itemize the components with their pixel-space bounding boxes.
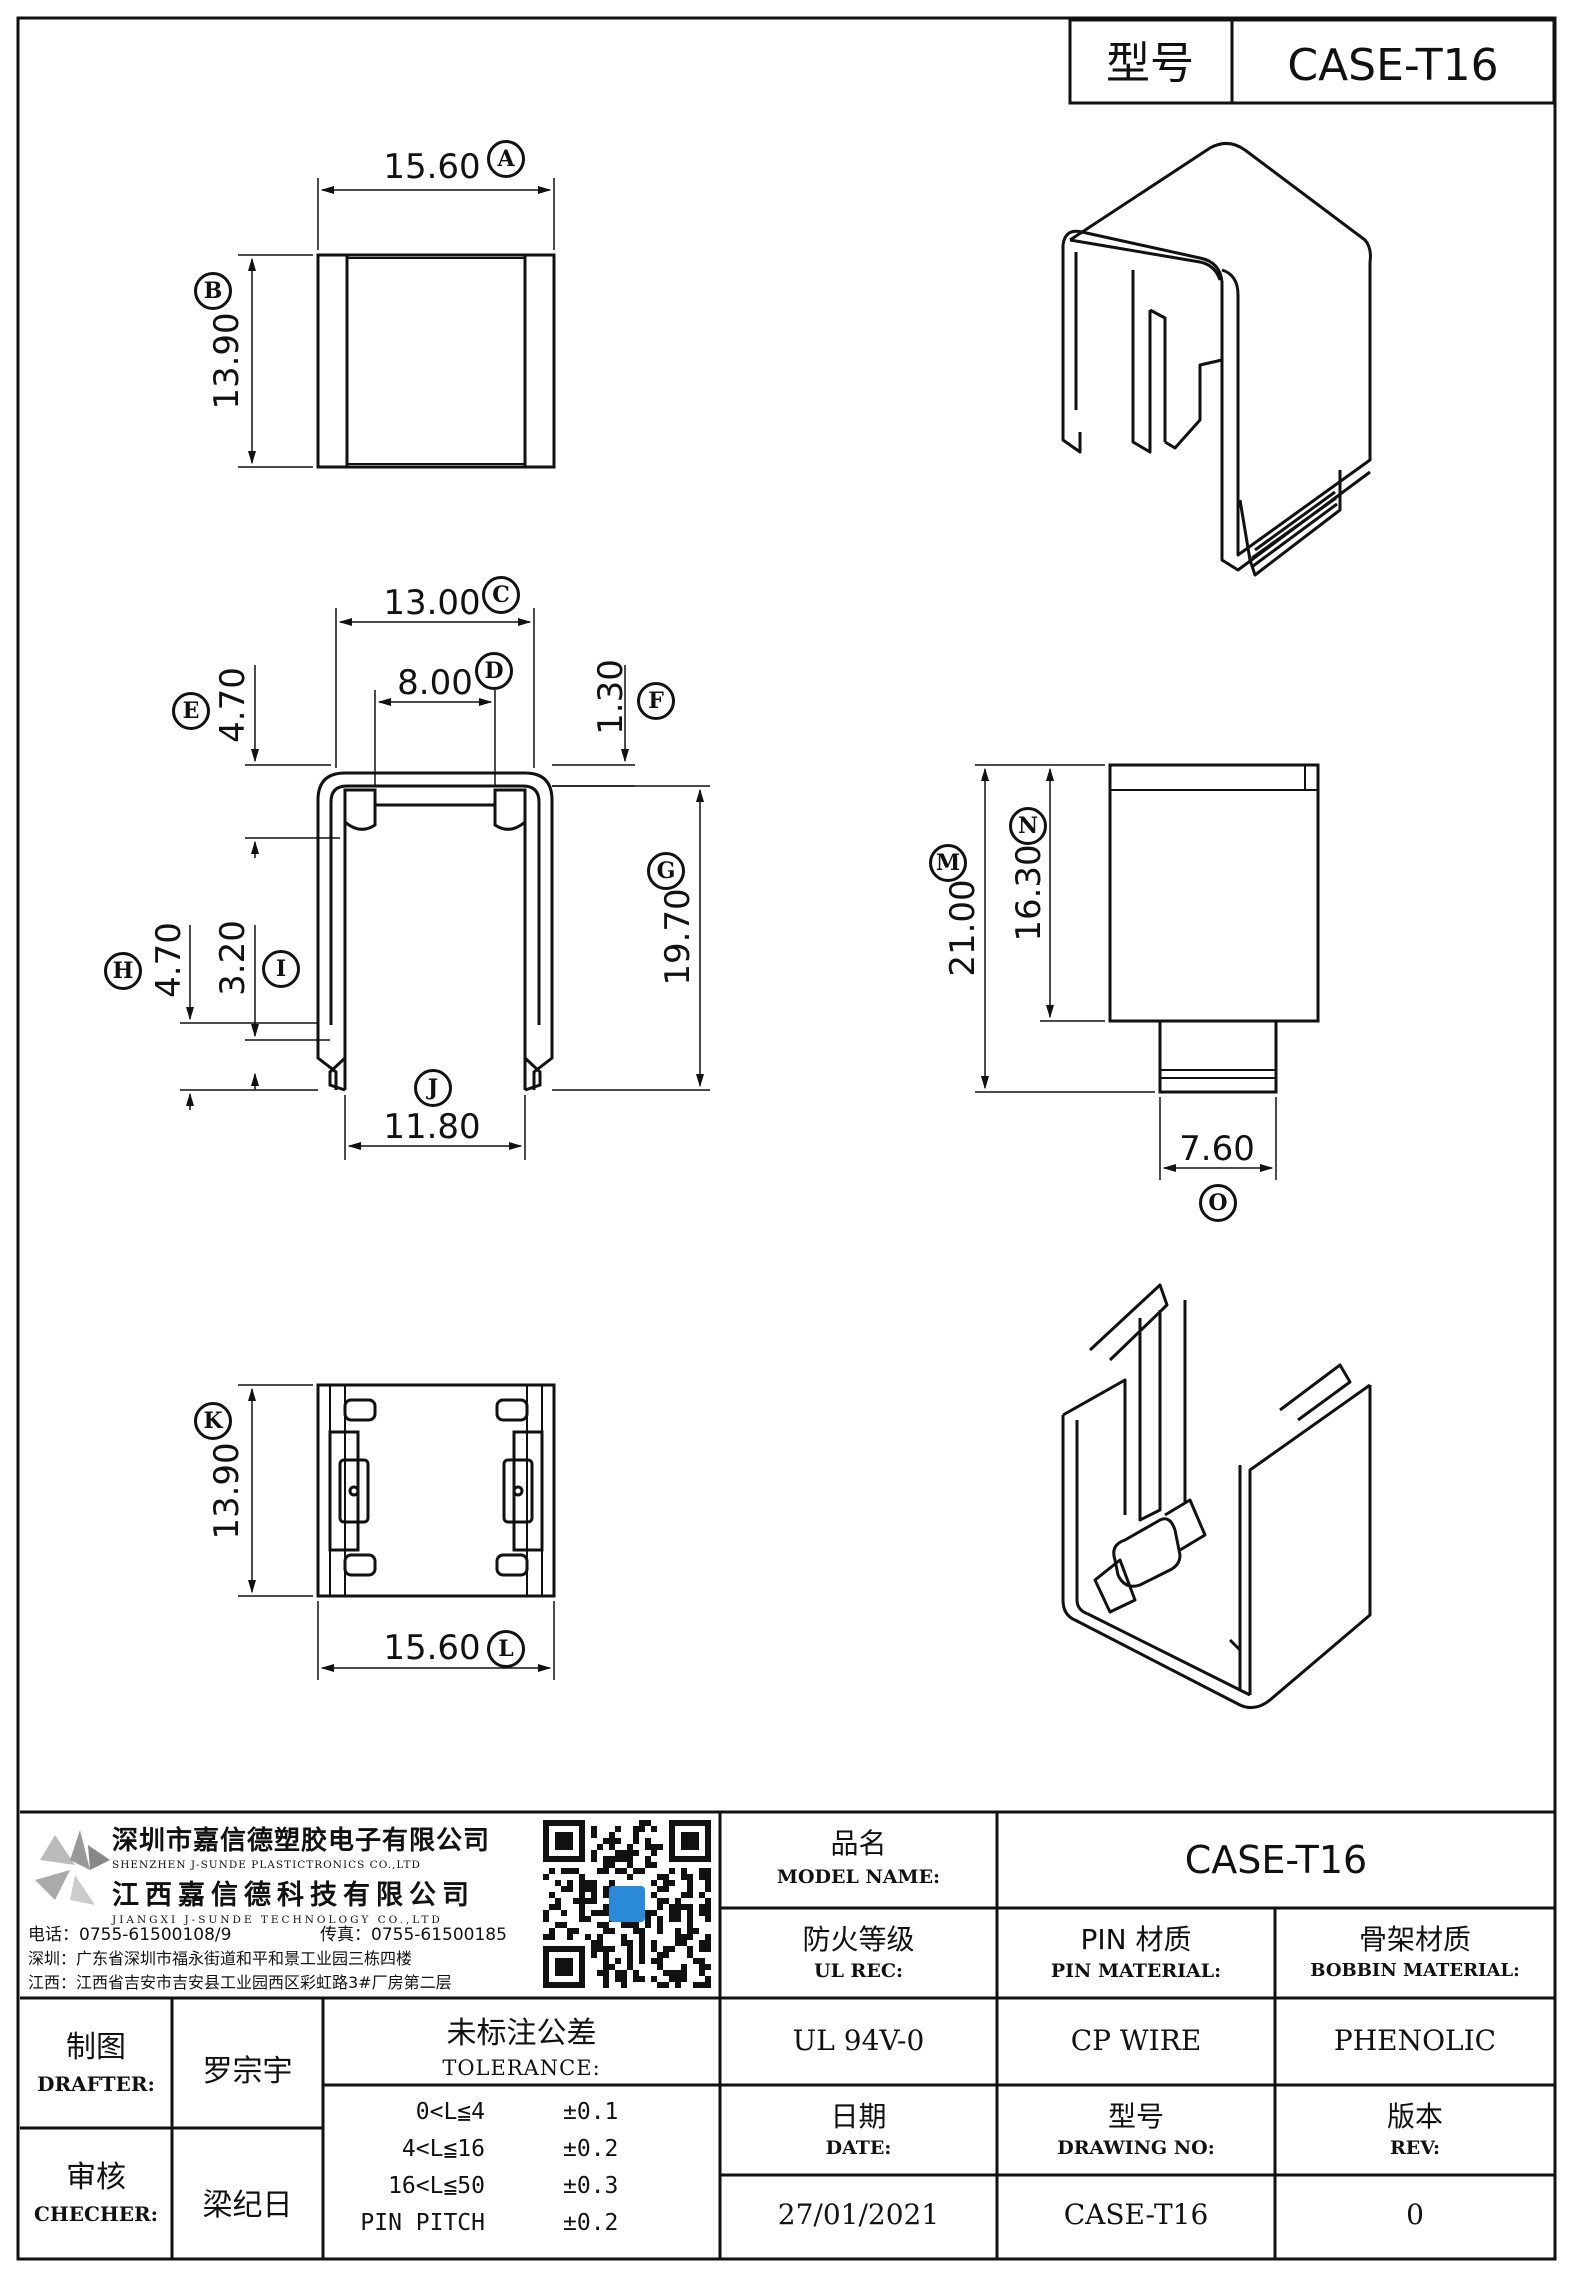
dim-m-value: 21.00 — [943, 879, 983, 976]
dim-a-value: 15.60 — [383, 147, 480, 187]
dim-i-value: 3.20 — [213, 920, 253, 996]
side-view — [1108, 763, 1320, 1094]
dim-f-value: 1.30 — [591, 659, 631, 735]
front-view — [316, 771, 554, 1092]
model-label: 型号 — [1106, 38, 1194, 89]
title-block — [20, 1810, 1555, 2259]
isometric-view-bottom — [1061, 1283, 1372, 1710]
dim-k-value: 13.90 — [207, 1442, 247, 1539]
bottom-view — [316, 1383, 556, 1598]
dim-h-value: 4.70 — [149, 922, 189, 998]
dim-e-value: 4.70 — [213, 667, 253, 743]
dim-l-value: 15.60 — [383, 1628, 480, 1668]
isometric-view-top — [1061, 142, 1372, 577]
dim-o-value: 7.60 — [1179, 1129, 1255, 1169]
dim-n-value: 16.30 — [1009, 844, 1049, 941]
company-logo — [35, 1830, 110, 1905]
dim-b-value: 13.90 — [207, 312, 247, 409]
sheet-border — [16, 16, 1557, 2261]
qr-code — [539, 1816, 715, 1992]
model-value: CASE-T16 — [1287, 40, 1498, 91]
dim-g-value: 19.70 — [658, 888, 698, 985]
dim-d-value: 8.00 — [397, 663, 473, 703]
dim-c-value: 13.00 — [383, 583, 480, 623]
top-view — [316, 253, 556, 469]
dim-j-value: 11.80 — [383, 1107, 480, 1147]
model-title-box: 型号 CASE-T16 — [1068, 18, 1556, 105]
